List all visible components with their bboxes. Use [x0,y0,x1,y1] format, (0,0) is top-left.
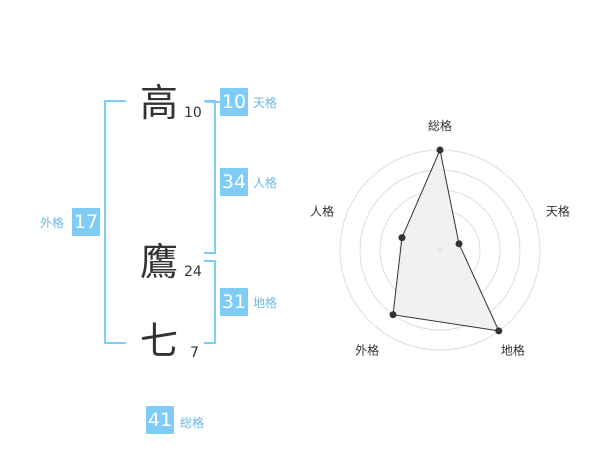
radar-point-1 [436,146,444,154]
radar-point-2 [455,240,463,248]
radar-axis-label-2: 天格 [546,204,570,219]
tenkaku-value-badge: 10 [220,88,248,116]
soukaku-label: 総格 [180,416,205,430]
radar-data-polygon [392,148,500,332]
chikaku-bracket [204,260,216,344]
tenkaku-label: 天格 [253,96,278,110]
name-char-2: 鷹 [140,240,179,284]
gaikaku-value-badge: 17 [72,208,100,236]
chikaku-label: 地格 [253,296,278,310]
radar-axis-label-5: 人格 [310,204,334,219]
gaikaku-label: 外格 [40,216,65,230]
radar-axis-label-1: 総格 [428,118,452,133]
radar-point-3 [495,327,503,335]
soukaku-value-badge: 41 [146,406,174,434]
name-char-1: 高 [140,81,179,125]
tenkaku-connector [206,101,220,103]
stroke-count-1: 10 [184,105,202,121]
radar-point-5 [398,234,406,242]
radar-axis-label-4: 外格 [355,342,379,357]
gaikaku-bracket [104,100,126,344]
chikaku-value-badge: 31 [220,288,248,316]
jinkaku-value-badge: 34 [220,168,248,196]
radar-point-4 [389,311,397,319]
stroke-count-2: 24 [184,264,202,280]
name-char-3: 七 [140,319,179,363]
radar-axis-label-3: 地格 [501,342,525,357]
stroke-count-3: 7 [190,345,199,361]
jinkaku-label: 人格 [253,176,278,190]
